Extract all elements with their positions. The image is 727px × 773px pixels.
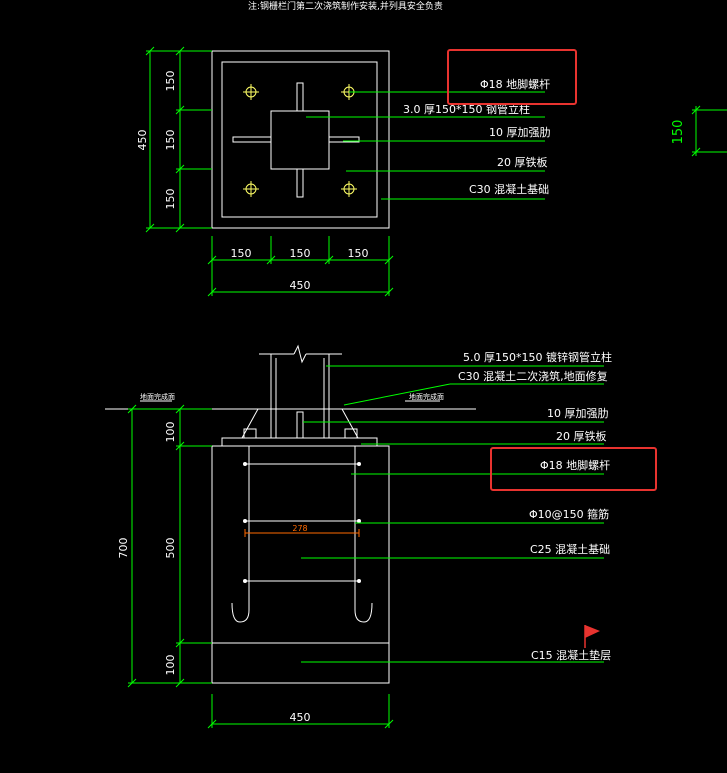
plan-bottom-dimensions: 150 150 150 450 [207, 236, 394, 297]
plan-anchor-bolt-icon [243, 84, 259, 100]
plan-label-anchor-bolt: Φ18 地脚螺杆 [480, 77, 550, 91]
plan-dim-left-a: 150 [164, 71, 177, 92]
plan-dim-bottom-b: 150 [290, 247, 311, 260]
section-leaders [301, 365, 604, 663]
plan-stiffener-top [296, 82, 304, 112]
plan-dim-left-b: 150 [164, 130, 177, 151]
plan-stiffener-right [328, 136, 360, 143]
section-label-stirrup: Φ10@150 箍筋 [529, 507, 609, 521]
flag-icon [584, 625, 600, 648]
section-label-steel-plate: 20 厚铁板 [556, 429, 607, 443]
section-dim-bot: 100 [164, 655, 177, 676]
section-label-second-pour: C30 混凝土二次浇筑,地面修复 [458, 369, 608, 383]
drawing-note: 注:钢栅栏门第二次浇筑制作安装,并列具安全负责 [248, 0, 443, 12]
section-dim-total: 700 [117, 538, 130, 559]
section-dim-top: 100 [164, 422, 177, 443]
plan-dim-bottom-total: 450 [290, 279, 311, 292]
section-post-break-symbol [293, 344, 307, 364]
plan-dim-left-c: 150 [164, 189, 177, 210]
plan-left-dimensions: 450 150 150 150 [136, 46, 212, 233]
plan-anchor-bolt-icon [243, 181, 259, 197]
section-dim-width: 450 [290, 711, 311, 724]
plan-stiffener-bottom [296, 168, 304, 198]
section-second-pour [241, 408, 359, 439]
section-label-foundation: C25 混凝土基础 [530, 542, 610, 556]
stirrup-width-dimension: 278 [244, 524, 360, 537]
section-foundation [211, 445, 390, 644]
ground-label-right: 地面完成面 [409, 392, 444, 401]
section-steel-plate [221, 437, 378, 447]
highlight-box-plan-anchor-bolt [447, 49, 577, 105]
plan-dim-bottom-c: 150 [348, 247, 369, 260]
section-dim-mid: 500 [164, 538, 177, 559]
plan-view: 450 150 150 150 150 150 150 450 [136, 46, 727, 297]
plan-label-foundation: C30 混凝土基础 [469, 182, 549, 196]
plan-dim-bottom-a: 150 [231, 247, 252, 260]
plan-steel-post [270, 110, 330, 170]
side-detail-dim-text: 150 [671, 120, 686, 145]
section-stiffener-center [296, 411, 304, 439]
stirrup-width-text: 278 [292, 524, 307, 533]
plan-dim-left-total: 450 [136, 130, 149, 151]
section-label-anchor-bolt: Φ18 地脚螺杆 [540, 458, 610, 472]
section-bottom-dimension: 450 [207, 694, 394, 729]
plan-leaders [306, 91, 545, 200]
plan-label-steel-post: 3.0 厚150*150 钢管立柱 [403, 102, 530, 116]
plan-label-steel-plate: 20 厚铁板 [497, 155, 548, 169]
section-bolt-nut [243, 428, 257, 439]
section-cushion [211, 642, 390, 684]
section-left-dimensions: 700 100 500 100 [117, 404, 212, 688]
section-label-cushion: C15 混凝土垫层 [531, 648, 611, 662]
section-label-stiffener: 10 厚加强肋 [547, 406, 609, 420]
plan-anchor-bolt-icon [341, 181, 357, 197]
section-label-post: 5.0 厚150*150 镀锌钢管立柱 [463, 350, 612, 364]
ground-label-left: 地面完成面 [140, 392, 175, 401]
section-view: 278 地面完成面 地面完成面 700 100 500 100 [105, 344, 612, 729]
section-rebar-cage [231, 446, 373, 623]
plan-steel-plate [221, 61, 378, 218]
section-bolt-nut [344, 428, 358, 439]
plan-outer-foundation [211, 50, 390, 229]
highlight-box-section-anchor-bolt [490, 447, 657, 491]
plan-stiffener-left [232, 136, 272, 143]
side-detail-dimension: 150 [671, 105, 727, 157]
plan-label-stiffener: 10 厚加强肋 [489, 125, 551, 139]
section-rebar-dots [243, 462, 361, 583]
